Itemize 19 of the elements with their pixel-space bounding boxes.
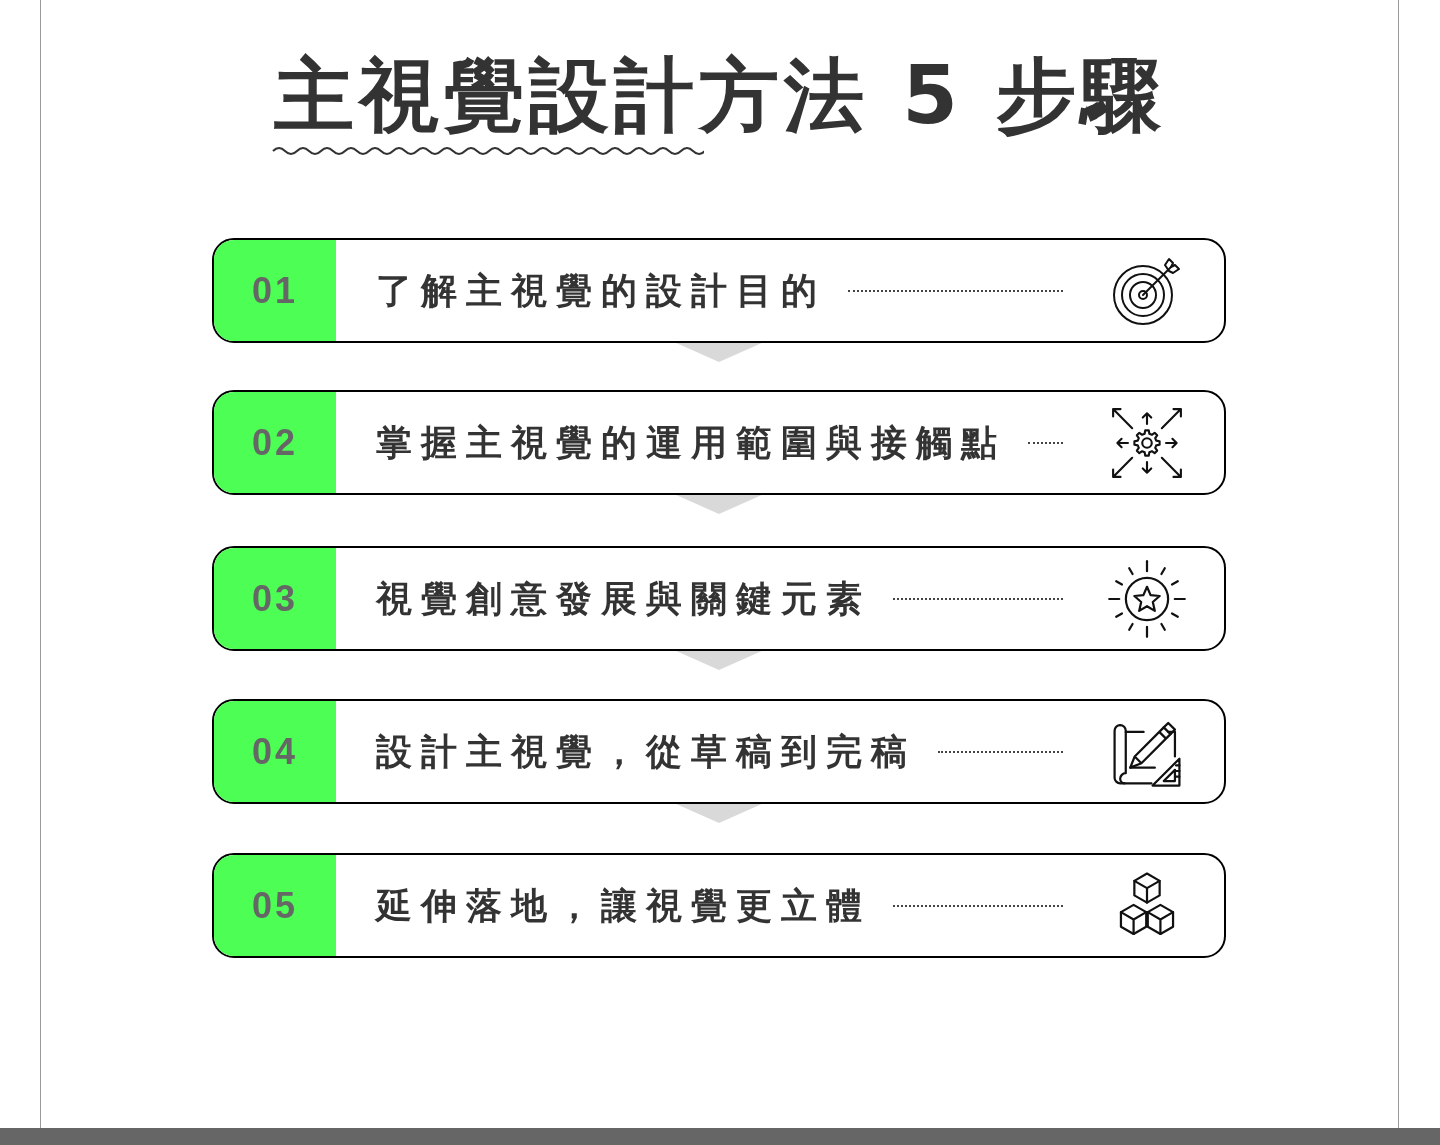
step-number: 01 [251,268,298,313]
step-card [212,390,1226,495]
chevron-arrow [674,650,764,670]
step-number: 04 [251,729,298,774]
step-card [212,699,1226,804]
chevron-arrow [674,494,764,514]
step-number: 03 [251,576,298,621]
step-number: 02 [251,420,298,465]
step-title: 視覺創意發展與關鍵元素 [376,576,871,621]
step-title: 了解主視覺的設計目的 [376,268,826,313]
step-card [212,546,1226,651]
step-title: 延伸落地，讓視覺更立體 [376,883,871,928]
title: 主視覺設計方法 5 步驟 [274,48,1166,144]
step-title: 設計主視覺，從草稿到完稿 [376,729,916,774]
step-title: 掌握主視覺的運用範圍與接觸點 [376,420,1006,465]
step-number: 05 [251,883,298,928]
step-card [212,853,1226,958]
chevron-arrow [674,803,764,823]
step-card [212,238,1226,343]
